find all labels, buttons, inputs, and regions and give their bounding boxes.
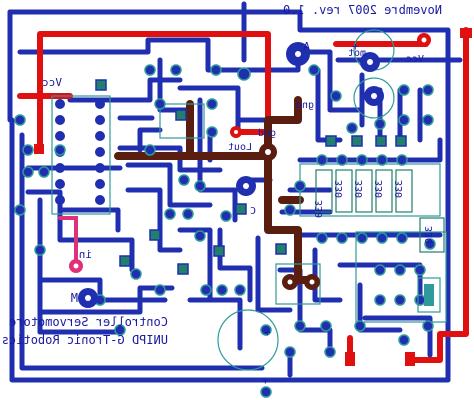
in-label: in	[79, 248, 92, 261]
m-label: M	[71, 291, 78, 305]
brown-traces	[114, 96, 318, 284]
terminal-pads	[69, 33, 431, 308]
r330-1-label: 330	[314, 200, 325, 218]
plus-mark-2: +	[262, 374, 269, 387]
plus-mark-3: +	[352, 40, 359, 53]
title-line-2: UNIPD G-Tronic Robotics	[2, 333, 168, 347]
r330-4-label: 330	[374, 180, 385, 198]
gnd-right-label: gnd	[296, 100, 314, 111]
resistor-labels: 330 330 330 330 330 330	[314, 180, 435, 244]
resistor-bodies	[315, 169, 445, 253]
silkscreen-text: Novembre 2007 rev. 1.0 Controller Servom…	[2, 3, 442, 347]
polarity-marks: + + +	[262, 40, 359, 387]
r330-2-label: 330	[334, 180, 345, 198]
c-label: C	[250, 206, 256, 217]
square-pads	[95, 79, 407, 275]
vcc-left-label: Vcc	[42, 76, 62, 89]
r330-5-label: 330	[394, 180, 405, 198]
a-label: A	[303, 40, 310, 53]
r330-6-label: 330	[424, 226, 435, 244]
capacitor-c1	[417, 277, 441, 313]
revision-label: Novembre 2007 rev. 1.0	[283, 3, 442, 17]
lout-label: Lout	[228, 142, 252, 153]
title-line-1: Controller Servomotore	[9, 315, 168, 329]
gnd-center-label: gnd	[258, 128, 276, 139]
r330-3-label: 330	[354, 180, 365, 198]
plus-mark-1: +	[264, 326, 271, 339]
vcc-right-label: Vcc	[406, 54, 424, 65]
red-pads	[34, 28, 472, 366]
round-pads	[14, 64, 436, 398]
pink-trace	[58, 216, 78, 266]
ic-pads	[55, 99, 105, 205]
mot-label: mot	[348, 48, 366, 59]
